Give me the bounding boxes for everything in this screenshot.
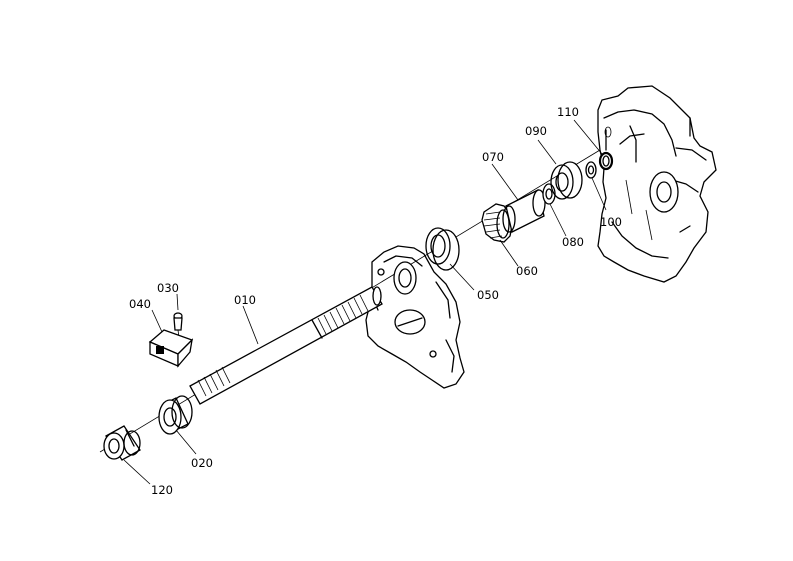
screw-030	[173, 312, 183, 347]
mounting-plate	[365, 245, 465, 389]
bearing-090	[550, 161, 583, 200]
label-100: 100	[600, 215, 622, 229]
bearing-050	[393, 227, 460, 295]
washer-080	[542, 183, 556, 205]
gear-060	[481, 203, 513, 243]
label-020: 020	[191, 456, 213, 470]
label-090: 090	[525, 124, 547, 138]
label-040: 040	[129, 297, 151, 311]
label-120: 120	[151, 483, 173, 497]
label-080: 080	[562, 235, 584, 249]
leader-lines	[123, 119, 607, 485]
bracket-040	[148, 329, 194, 368]
label-060: 060	[516, 264, 538, 278]
bearing-020	[158, 395, 193, 435]
sleeve-070	[502, 189, 546, 233]
label-010: 010	[234, 293, 256, 307]
plate-ring	[393, 261, 417, 295]
label-030: 030	[157, 281, 179, 295]
label-050: 050	[477, 288, 499, 302]
snap-ring-110	[598, 151, 614, 171]
washer-100	[585, 161, 597, 179]
label-110: 110	[557, 105, 579, 119]
collar-120	[103, 425, 141, 461]
gear-case-housing	[597, 85, 717, 283]
label-070: 070	[482, 150, 504, 164]
